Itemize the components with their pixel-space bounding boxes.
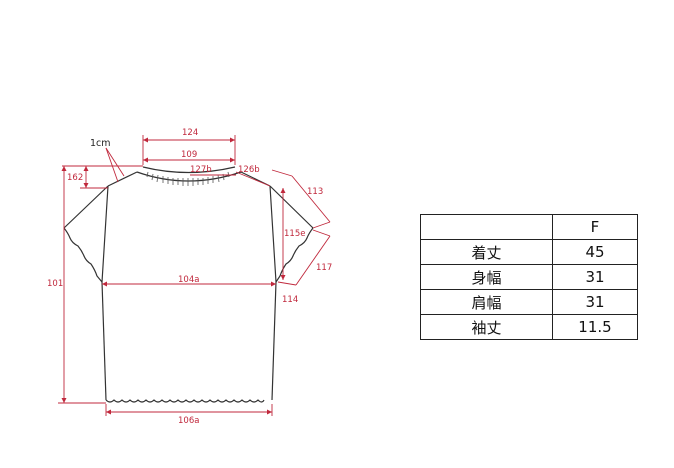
garment-outline <box>63 166 314 403</box>
row-label-width: 身幅 <box>420 264 553 290</box>
row-value-sleeve: 11.5 <box>552 314 638 340</box>
note-leader <box>105 147 125 183</box>
dim-label-117: 117 <box>316 263 332 273</box>
row-label-shoulder: 肩幅 <box>420 289 553 315</box>
row-value-length: 45 <box>552 239 638 265</box>
table-row: 袖丈 11.5 <box>420 314 638 340</box>
arrowheads <box>61 137 286 415</box>
dim-label-113: 113 <box>307 187 323 197</box>
dim-label-104a: 104a <box>178 275 199 285</box>
row-label-sleeve: 袖丈 <box>420 314 553 340</box>
table-row: 着丈 45 <box>420 239 638 265</box>
dim-label-126b: 126b <box>238 165 260 175</box>
dim-label-106a: 106a <box>178 416 199 426</box>
dim-label-162: 162 <box>67 173 83 183</box>
row-value-shoulder: 31 <box>552 289 638 315</box>
dim-label-124: 124 <box>182 128 198 138</box>
note-label: 1cm <box>90 138 111 149</box>
dim-label-115e: 115e <box>284 229 305 239</box>
dim-label-114: 114 <box>282 295 298 305</box>
table-header-size: F <box>552 214 638 240</box>
table-header-cell <box>420 214 553 240</box>
row-value-width: 31 <box>552 264 638 290</box>
dimension-lines <box>58 135 331 416</box>
row-label-length: 着丈 <box>420 239 553 265</box>
table-header-row: F <box>420 214 638 240</box>
dim-label-101: 101 <box>47 279 63 289</box>
neck-rib <box>146 171 230 186</box>
table-row: 肩幅 31 <box>420 289 638 315</box>
dim-label-109: 109 <box>181 150 197 160</box>
table-row: 身幅 31 <box>420 264 638 290</box>
dim-label-127b: 127b <box>190 165 212 175</box>
size-table: F 着丈 45 身幅 31 肩幅 31 袖丈 11.5 <box>420 214 638 340</box>
